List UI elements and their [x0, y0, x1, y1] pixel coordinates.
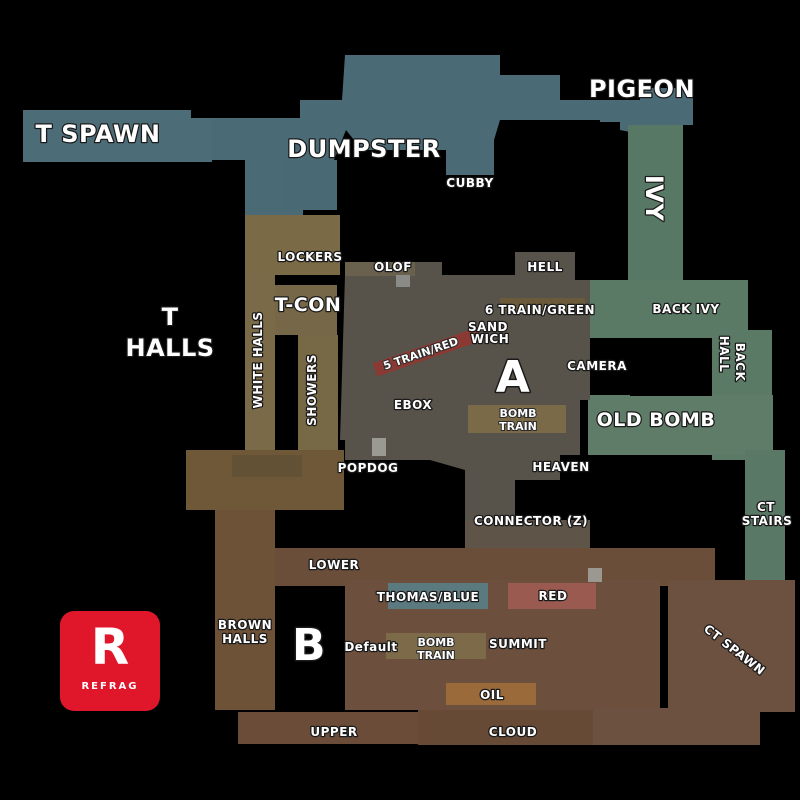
connector-path: [465, 520, 590, 550]
label-connector: CONNECTOR (Z): [474, 514, 588, 528]
label-t-halls-1: T: [162, 303, 179, 331]
label-summit: SUMMIT: [489, 637, 547, 651]
label-site-a: A: [496, 352, 531, 403]
label-pigeon: PIGEON: [589, 75, 695, 103]
label-back-ivy: BACK IVY: [652, 302, 719, 316]
label-six-train-green: 6 TRAIN/GREEN: [485, 303, 595, 317]
label-sand: SAND: [468, 320, 508, 334]
label-camera: CAMERA: [567, 359, 627, 373]
label-site-b: B: [292, 620, 326, 671]
label-bomb-train-a-2: TRAIN: [499, 420, 537, 433]
label-t-spawn: T SPAWN: [36, 120, 161, 148]
label-bomb-train-b-1: BOMB: [417, 636, 454, 649]
upper-area: [238, 712, 418, 744]
label-upper: UPPER: [310, 725, 357, 739]
refrag-logo: R REFRAG: [60, 611, 160, 711]
label-back: BACK: [733, 343, 747, 382]
showers-corridor: [298, 335, 338, 460]
olof-ledge: [345, 262, 415, 276]
label-dumpster: DUMPSTER: [287, 135, 440, 163]
label-ebox: EBOX: [394, 398, 433, 412]
label-ivy: IVY: [640, 175, 668, 222]
label-hall: HALL: [717, 336, 731, 373]
label-halls: HALLS: [222, 632, 268, 646]
label-bomb-train-a-1: BOMB: [499, 407, 536, 420]
label-white-halls: WHITE HALLS: [251, 311, 265, 408]
label-default: Default: [344, 640, 397, 654]
label-wich: WICH: [471, 332, 510, 346]
label-lower: LOWER: [309, 558, 360, 572]
ct-stairs-area: [745, 450, 785, 590]
label-stairs: STAIRS: [742, 514, 793, 528]
a-site-floor: [340, 252, 590, 545]
red-prop: [508, 583, 596, 609]
t-halls-zone: [186, 215, 344, 510]
label-bomb-train-b-2: TRAIN: [417, 649, 455, 662]
a-site-zone: [340, 252, 590, 550]
label-red: RED: [539, 589, 568, 603]
b-bomb-train-prop: [386, 633, 486, 659]
cloud-area: [418, 710, 593, 745]
oil-prop: [446, 683, 536, 705]
label-ct: CT: [757, 500, 775, 514]
a-bomb-train-prop: [468, 405, 566, 433]
ct-spawn-area: [593, 580, 795, 745]
label-popdog: POPDOG: [338, 461, 399, 475]
t-side-zone: [23, 55, 693, 215]
label-olof: OLOF: [374, 260, 412, 274]
label-cloud: CLOUD: [489, 725, 537, 739]
label-t-con: T-CON: [275, 294, 342, 316]
dumpster-area: [212, 55, 693, 185]
label-hell: HELL: [527, 260, 563, 274]
ct-side-zone: [588, 125, 785, 590]
thomas-blue-prop: [388, 583, 488, 609]
label-t-halls-2: HALLS: [125, 334, 214, 362]
label-thomas-blue: THOMAS/BLUE: [377, 590, 480, 604]
ivy-corridor: [628, 125, 683, 285]
refrag-logo-mark: R: [90, 618, 130, 676]
lockers-area: [245, 215, 340, 275]
label-cubby: CUBBY: [446, 176, 493, 190]
label-heaven: HEAVEN: [532, 460, 589, 474]
refrag-logo-text: REFRAG: [81, 681, 139, 692]
label-old-bomb: OLD BOMB: [597, 409, 716, 431]
lower-area: [275, 548, 715, 586]
label-showers: SHOWERS: [305, 354, 319, 426]
label-oil: OIL: [480, 688, 504, 702]
brown-halls-corridor: [215, 510, 275, 710]
t-con-room: [275, 285, 337, 335]
b-site-zone: [215, 510, 795, 745]
six-train-green-prop: [500, 298, 585, 310]
old-bomb-area: [588, 395, 773, 455]
five-train-red-prop: [372, 327, 482, 377]
label-brown: BROWN: [218, 618, 272, 632]
t-spawn-area: [23, 110, 191, 162]
label-lockers: LOCKERS: [277, 250, 342, 264]
